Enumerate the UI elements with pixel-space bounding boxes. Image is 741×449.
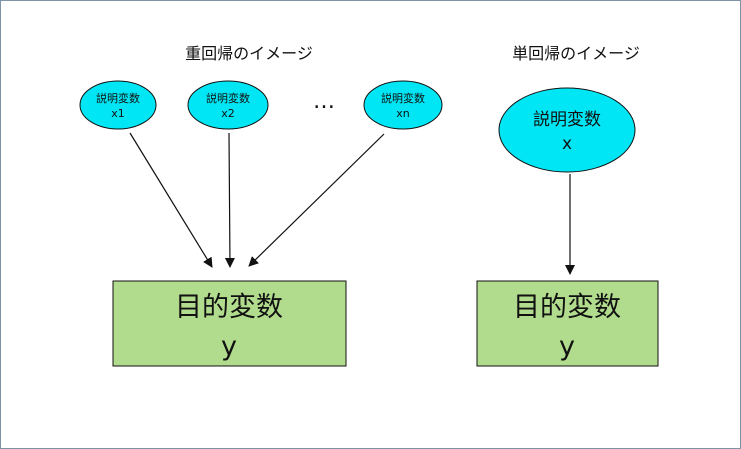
ellipsis-dots: … xyxy=(313,89,337,114)
multiple-target-variable-box: 目的変数 y xyxy=(112,280,347,367)
explanatory-variable-x2-oval: 説明変数 x2 xyxy=(187,80,269,130)
oval-x2-variable: x2 xyxy=(221,107,235,120)
oval-xn-variable: xn xyxy=(396,107,410,120)
single-target-variable-box: 目的変数 y xyxy=(476,280,659,367)
multiple-regression-title: 重回帰のイメージ xyxy=(185,44,313,63)
oval-x-label: 説明変数 xyxy=(533,110,601,130)
explanatory-variable-x1-oval: 説明変数 x1 xyxy=(79,80,157,130)
multiple-box-label: 目的変数 xyxy=(175,292,283,323)
oval-x-variable: x xyxy=(562,134,572,154)
oval-x2-label: 説明変数 xyxy=(206,91,250,105)
oval-x1-variable: x1 xyxy=(111,107,125,120)
single-box-variable: y xyxy=(559,331,575,362)
explanatory-variable-xn-oval: 説明変数 xn xyxy=(363,80,443,130)
oval-xn-label: 説明変数 xyxy=(381,91,425,105)
arrow-x2-to-y xyxy=(224,132,235,268)
single-regression-title: 単回帰のイメージ xyxy=(512,44,640,63)
arrow-x1-to-y xyxy=(129,132,213,268)
single-box-label: 目的変数 xyxy=(513,292,621,323)
explanatory-variable-x-oval: 説明変数 x xyxy=(498,87,636,173)
multiple-box-variable: y xyxy=(221,331,237,362)
arrow-xn-to-y xyxy=(248,133,385,267)
oval-x1-label: 説明変数 xyxy=(96,91,140,105)
